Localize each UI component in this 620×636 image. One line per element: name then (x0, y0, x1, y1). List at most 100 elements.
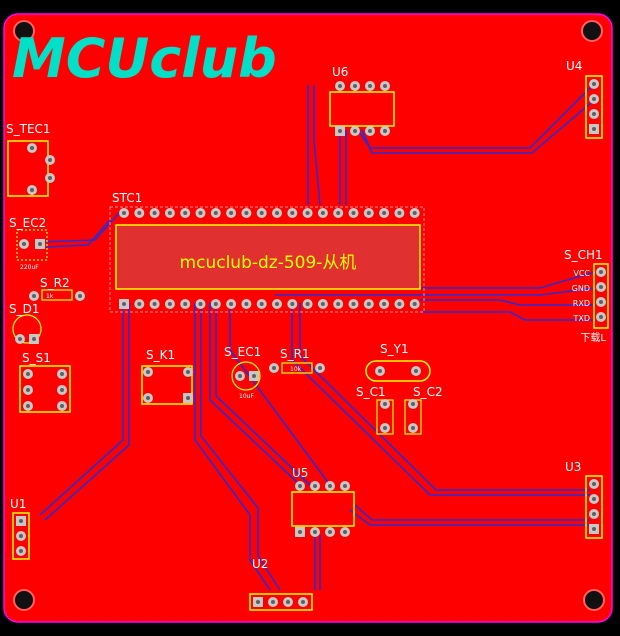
pad-hole (290, 302, 295, 306)
pad-hole (592, 127, 596, 131)
pad-hole (18, 337, 22, 341)
s-d1-component: S_D1 (9, 302, 42, 344)
pad-hole (353, 84, 357, 88)
s-ch1-outline (593, 263, 609, 329)
pad-hole (183, 211, 188, 215)
s-r1-component: S_R1 10k (280, 347, 313, 374)
pad-hole (48, 158, 52, 162)
pad-hole (301, 600, 305, 604)
pad-hole (320, 302, 325, 306)
u6-designator: U6 (332, 65, 348, 79)
pad-hole (298, 484, 302, 488)
s-tec1-component: S_TEC1 (6, 122, 51, 197)
pad-hole (19, 549, 23, 553)
pad-hole (383, 402, 387, 406)
pad-hole (32, 337, 36, 341)
s-ec2-designator: S_EC2 (9, 216, 46, 230)
trace (420, 311, 595, 321)
pad-hole (338, 129, 342, 133)
pad-hole (252, 374, 256, 378)
pad-hole (318, 366, 322, 370)
pad-hole (213, 302, 218, 306)
s-y1-body (365, 360, 431, 382)
pad-hole (229, 302, 234, 306)
pad-hole (353, 129, 357, 133)
s-d1-designator: S_D1 (9, 302, 40, 316)
s-tec1-designator: S_TEC1 (6, 122, 51, 136)
u3-header: U3 (565, 460, 603, 539)
pad-hole (272, 366, 276, 370)
pad-hole (382, 302, 387, 306)
s-r1-value: 10k (290, 366, 302, 373)
mounting-hole (13, 20, 35, 42)
s-r2-designator: S_R2 (40, 276, 70, 290)
pad-hole (343, 484, 347, 488)
pad-hole (26, 372, 30, 376)
pad-hole (38, 242, 42, 246)
pad-hole (152, 302, 157, 306)
pad-hole (259, 211, 264, 215)
s-c1-designator: S_C1 (356, 385, 386, 399)
mounting-hole (13, 589, 35, 611)
stc1-designator: STC1 (112, 191, 142, 205)
u3-outline (585, 475, 603, 539)
trace (44, 303, 130, 521)
pad-hole (22, 242, 26, 246)
pad-hole (186, 370, 190, 374)
s-y1-component: S_Y1 (365, 342, 431, 382)
pad-hole (167, 211, 172, 215)
s-ch1-note: 下载L (580, 332, 606, 344)
pad-hole (238, 374, 242, 378)
pad-hole (378, 369, 382, 373)
pads (15, 79, 606, 607)
s-s1-designator: S_S1 (22, 351, 51, 365)
pad-hole (198, 302, 203, 306)
u6-chip: U6 (329, 65, 395, 127)
mounting-hole (581, 20, 603, 42)
pad-hole (186, 396, 190, 400)
s-r2-value: 1k (46, 293, 54, 300)
trace (215, 303, 311, 486)
u4-header: U4 (566, 59, 603, 139)
trace (354, 504, 590, 521)
s-k1-component: S_K1 (141, 348, 193, 405)
pad-hole (305, 302, 310, 306)
board-fill (3, 13, 613, 623)
pad-hole (30, 146, 34, 150)
s-ec1-value: 10uF (239, 393, 254, 400)
u5-designator: U5 (292, 466, 308, 480)
pad-hole (592, 112, 596, 116)
pad-hole (305, 211, 310, 215)
pad-hole (313, 530, 317, 534)
pad-hole (244, 302, 249, 306)
pad-hole (328, 484, 332, 488)
stc1-outline (109, 206, 425, 313)
s-d1-body (12, 314, 42, 344)
s-r2-body (41, 289, 73, 301)
pad-hole (167, 302, 172, 306)
pad-hole (382, 211, 387, 215)
pad-hole (599, 300, 603, 304)
mounting-holes (13, 20, 605, 611)
trace (200, 303, 281, 591)
s-ch1-pin-rxd: RXD (573, 299, 590, 308)
s-ec1-body (231, 361, 261, 391)
pad-hole (198, 211, 203, 215)
trace (291, 303, 590, 496)
pad-hole (412, 302, 417, 306)
u1-header: U1 (10, 497, 30, 560)
s-r1-designator: S_R1 (280, 347, 310, 361)
pad-hole (592, 527, 596, 531)
u4-designator: U4 (566, 59, 582, 73)
pad-hole (259, 302, 264, 306)
pad-hole (229, 211, 234, 215)
trace (420, 299, 595, 306)
pad-hole (30, 188, 34, 192)
pad-hole (343, 530, 347, 534)
s-r2-component: S_R2 1k (40, 276, 73, 301)
pad-hole (366, 302, 371, 306)
u2-designator: U2 (252, 557, 268, 571)
pad-hole (183, 302, 188, 306)
trace (39, 303, 124, 516)
pad-hole (26, 388, 30, 392)
